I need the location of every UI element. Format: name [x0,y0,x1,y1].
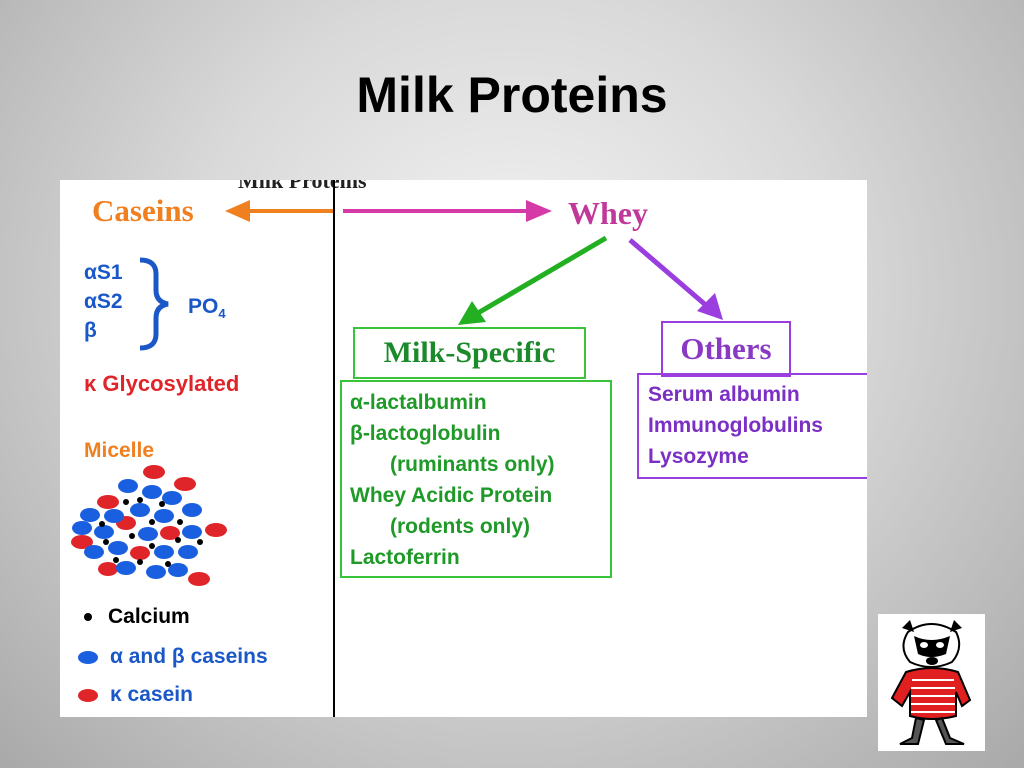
black-dot-icon [84,613,92,621]
caseins-label: Caseins [92,193,194,228]
slide-title: Milk Proteins [356,67,668,123]
whey-arrow [343,200,552,222]
others-item: Lysozyme [648,445,749,468]
badger-icon [890,620,972,745]
kappa-glycosylated: κ Glycosylated [84,371,240,396]
milk-specific-arrow [458,235,608,325]
phosphate-subscript: 4 [218,306,226,322]
brace [139,257,169,351]
milk-specific-note: (rodents only) [390,515,530,538]
legend-calcium-text: Calcium [108,605,190,628]
legend-calcium: Calcium [78,605,190,629]
others-title: Others [661,321,791,377]
legend-kappa: κ casein [78,683,193,707]
blue-oval-icon [78,650,98,664]
milk-specific-item: α-lactalbumin [350,391,487,414]
phosphate-text: PO [188,295,219,318]
micelle-label: Micelle [84,439,155,462]
others-list: Serum albumin Immunoglobulins Lysozyme [637,373,867,479]
milk-specific-item: Whey Acidic Protein [350,484,553,507]
milk-specific-item: Lactoferrin [350,546,460,569]
casein-type-as2: αS2 [84,290,123,313]
arrows-svg [71,200,723,586]
micelle-cluster [71,465,227,586]
milk-specific-title: Milk-Specific [353,327,586,379]
diagram-panel: Milk Proteins [60,180,867,717]
others-item: Serum albumin [648,383,800,406]
milk-specific-list: α-lactalbumin β-lactoglobulin (ruminants… [340,380,612,578]
legend-kappa-text: κ casein [110,683,193,706]
milk-specific-item: β-lactoglobulin [350,422,501,445]
badger-mascot-image [878,614,985,751]
red-oval-icon [78,688,98,702]
others-item: Immunoglobulins [648,414,823,437]
others-arrow [628,238,723,320]
whey-label: Whey [568,195,648,231]
divider-line [333,180,335,717]
phosphate-label: PO4 [188,293,226,328]
caseins-arrow [225,200,333,222]
legend-alpha-beta-text: α and β caseins [110,645,268,668]
milk-specific-note: (ruminants only) [390,453,555,476]
casein-type-beta: β [84,319,97,342]
legend-alpha-beta: α and β caseins [78,645,268,669]
casein-type-as1: αS1 [84,261,123,284]
